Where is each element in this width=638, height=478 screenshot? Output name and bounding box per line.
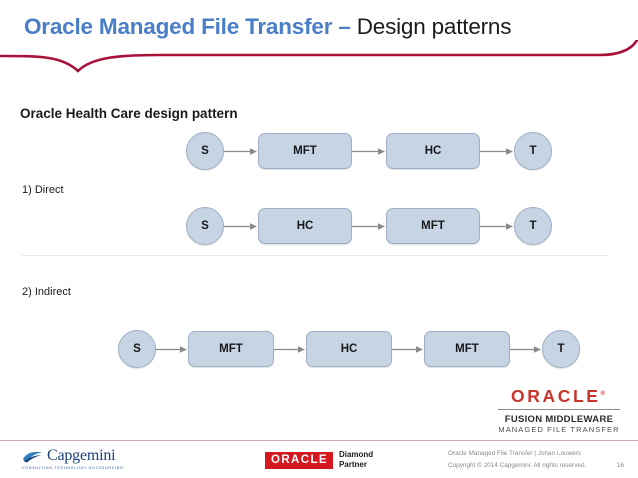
pattern-label-indirect: 2) Indirect	[22, 286, 71, 298]
capgemini-wordmark: Capgemini	[47, 447, 116, 464]
oracle-badge: ORACLE	[265, 451, 333, 469]
header-swoosh-divider	[0, 40, 638, 73]
footer-deck-credit: Oracle Managed File Transfer | Johan Lou…	[448, 450, 582, 457]
diamond-partner-label: Diamond Partner	[339, 450, 373, 470]
flow-node-source[interactable]: S	[186, 207, 224, 245]
oracle-fusion-middleware-logo: ORACLE® FUSION MIDDLEWARE MANAGED FILE T…	[498, 386, 620, 435]
diamond-partner-line1: Diamond	[338, 450, 374, 459]
flow-diagram-four-hop: S MFT HC MFT T	[118, 330, 580, 368]
flow-arrow	[392, 345, 424, 354]
flow-arrow	[480, 222, 514, 231]
flow-node-target[interactable]: T	[514, 132, 552, 170]
flow-arrow	[224, 222, 258, 231]
diamond-partner-line2: Partner	[338, 460, 367, 470]
managed-file-transfer-label: MANAGED FILE TRANSFER	[498, 424, 620, 434]
flow-diagram-indirect: S HC MFT T	[186, 207, 552, 245]
page-number: 16	[616, 462, 624, 470]
flow-diagram-direct: S MFT HC T	[186, 132, 552, 170]
capgemini-logo: Capgemini CONSULTING.TECHNOLOGY.OUTSOURC…	[22, 447, 152, 471]
flow-node-target[interactable]: T	[542, 330, 580, 368]
fusion-middleware-label: FUSION MIDDLEWARE	[504, 413, 614, 425]
flow-node-hc[interactable]: HC	[386, 133, 480, 169]
logo-rule	[498, 408, 620, 410]
flow-node-mft-1[interactable]: MFT	[188, 331, 274, 367]
footer-copyright-row: Copyright © 2014 Capgemini. All rights r…	[448, 460, 628, 472]
flow-node-source[interactable]: S	[186, 132, 224, 170]
flow-arrow	[224, 147, 258, 156]
section-heading: Oracle Health Care design pattern	[20, 106, 238, 121]
page-title-sub: Design patterns	[356, 14, 512, 39]
capgemini-tagline: CONSULTING.TECHNOLOGY.OUTSOURCING	[22, 466, 124, 470]
oracle-wordmark-text: ORACLE	[511, 386, 601, 406]
flow-node-hc[interactable]: HC	[258, 208, 352, 244]
flow-node-source[interactable]: S	[118, 330, 156, 368]
flow-arrow	[480, 147, 514, 156]
footer-rule	[0, 440, 638, 441]
page-title: Oracle Managed File Transfer – Design pa…	[24, 14, 511, 40]
flow-node-target[interactable]: T	[514, 207, 552, 245]
flow-arrow	[156, 345, 188, 354]
flow-arrow	[510, 345, 542, 354]
flow-arrow	[274, 345, 306, 354]
flow-arrow	[352, 222, 386, 231]
capgemini-swoosh-icon	[23, 451, 42, 463]
pattern-label-direct: 1) Direct	[22, 184, 64, 196]
flow-node-mft[interactable]: MFT	[386, 208, 480, 244]
page-title-main: Oracle Managed File Transfer	[24, 14, 333, 39]
oracle-diamond-partner-logo: ORACLE Diamond Partner	[265, 450, 373, 470]
flow-node-mft-2[interactable]: MFT	[424, 331, 510, 367]
section-divider	[22, 255, 608, 256]
oracle-wordmark: ORACLE®	[498, 386, 620, 406]
page-title-dash: –	[332, 14, 357, 39]
trademark-icon: ®	[600, 391, 605, 398]
flow-node-hc[interactable]: HC	[306, 331, 392, 367]
footer-meta: Oracle Managed File Transfer | Johan Lou…	[448, 448, 628, 472]
flow-arrow	[352, 147, 386, 156]
slide-header: Oracle Managed File Transfer – Design pa…	[0, 0, 638, 80]
footer-copyright: Copyright © 2014 Capgemini. All rights r…	[448, 462, 587, 470]
flow-node-mft[interactable]: MFT	[258, 133, 352, 169]
